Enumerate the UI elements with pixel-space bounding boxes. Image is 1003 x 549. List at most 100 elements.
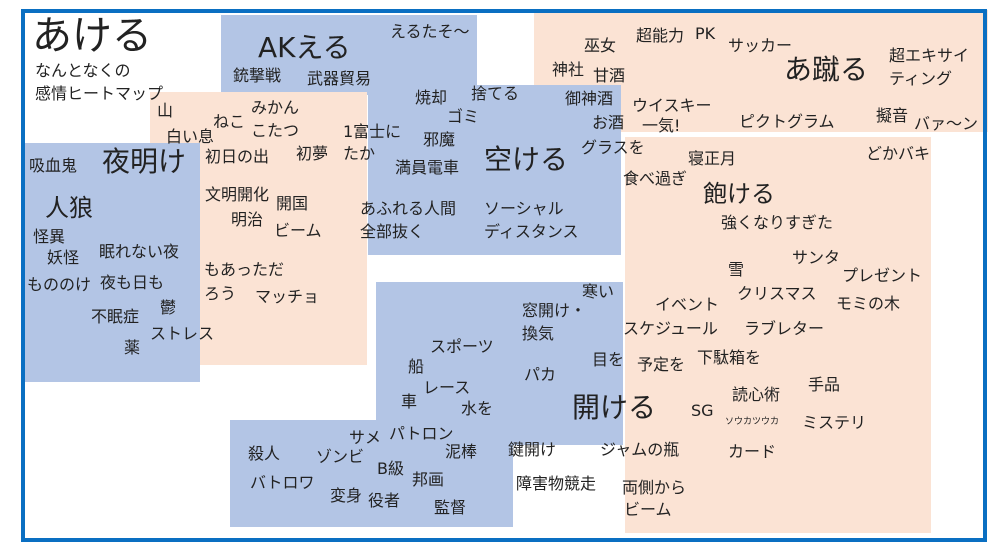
word-label: 鬱: [160, 298, 177, 317]
word-label: 換気: [522, 324, 555, 343]
word-label: 山: [157, 101, 174, 120]
heading-aku: 飽ける: [703, 180, 775, 208]
word-label: サンタ: [792, 248, 841, 267]
word-label: ラブレター: [744, 319, 825, 338]
word-label: ソーシャル: [484, 199, 564, 218]
region-yoake-blue: [25, 143, 200, 382]
word-label: 監督: [434, 498, 467, 517]
word-label: レース: [423, 378, 471, 397]
word-label: お酒: [592, 113, 625, 132]
word-label: たか: [343, 144, 376, 163]
heading-sora: 空ける: [484, 143, 569, 176]
word-label: 寝正月: [688, 149, 737, 168]
word-label: サメ: [349, 428, 382, 447]
word-label: 強くなりすぎた: [721, 213, 834, 232]
word-label: 邦画: [412, 470, 445, 489]
word-label: ジャムの瓶: [600, 440, 680, 459]
word-label: 超能力: [636, 26, 685, 45]
word-label: ウイスキー: [632, 96, 712, 115]
word-label: SG: [691, 401, 714, 420]
word-label: バトロワ: [250, 473, 315, 492]
word-label: 役者: [368, 491, 401, 510]
word-label: 薬: [124, 338, 141, 357]
word-label: 吸血鬼: [29, 156, 78, 175]
word-label: 神社: [552, 60, 585, 79]
word-label: 銃撃戦: [233, 66, 282, 85]
word-label: みかん: [251, 98, 300, 117]
word-label: 下駄箱を: [697, 348, 762, 367]
word-label: 文明開化: [205, 185, 270, 204]
word-label: イベント: [655, 295, 720, 314]
word-label: 初夢: [296, 144, 329, 163]
word-label: ディスタンス: [484, 222, 579, 241]
word-label: 焼却: [415, 88, 448, 107]
word-label: ねこ: [213, 112, 246, 131]
word-label: カード: [728, 442, 777, 461]
word-label: 人狼: [45, 194, 93, 222]
heading-ak: AKえる: [258, 31, 351, 64]
word-label: 変身: [330, 486, 363, 505]
word-label: 鍵開け: [508, 440, 557, 459]
word-label: 眠れない夜: [99, 242, 180, 261]
word-label: 邪魔: [423, 130, 456, 149]
word-label: 窓開け・: [522, 301, 587, 320]
word-label: 甘酒: [593, 66, 626, 85]
word-label: ソウカツウカ: [725, 417, 780, 427]
word-label: B級: [377, 459, 404, 478]
word-label: 車: [401, 392, 418, 411]
word-label: 巫女: [584, 36, 617, 55]
word-label: バァ〜ン: [914, 114, 979, 133]
word-label: スポーツ: [430, 337, 494, 356]
word-label: 怪異: [33, 227, 66, 246]
word-label: 全部抜く: [360, 222, 425, 241]
word-label: 船: [408, 357, 425, 376]
word-label: ビーム: [624, 500, 672, 519]
word-label: 雪: [728, 260, 745, 279]
word-label: 夜も日も: [100, 273, 165, 292]
region-sora-blue: [368, 85, 621, 255]
word-label: モミの木: [836, 294, 901, 313]
diagram-frame: [21, 9, 987, 542]
word-label: サッカー: [728, 36, 793, 55]
word-label: マッチョ: [255, 287, 320, 306]
word-label: 1富士に: [343, 122, 402, 141]
word-label: 不眠症: [91, 307, 140, 326]
word-label: 明治: [231, 210, 264, 229]
word-label: ろう: [204, 284, 237, 303]
word-label: グラスを: [581, 138, 645, 157]
region-batoro-blue: [230, 420, 513, 527]
word-label: ストレス: [150, 324, 215, 343]
word-label: ゾンビ: [316, 447, 365, 466]
word-label: 障害物競走: [516, 474, 597, 493]
word-label: 捨てる: [471, 84, 520, 103]
word-label: 目を: [592, 350, 625, 369]
word-label: 読心術: [732, 385, 781, 404]
word-label: あふれる人間: [360, 199, 457, 218]
word-label: 白い息: [166, 127, 215, 146]
region-aku-peach: [625, 137, 931, 533]
word-label: もあっただ: [204, 260, 285, 279]
word-label: スケジュール: [623, 319, 718, 338]
word-label: 開国: [276, 194, 309, 213]
word-label: どかバキ: [866, 144, 931, 163]
word-label: 一気!: [642, 116, 681, 135]
word-label: 食べ過ぎ: [623, 169, 688, 188]
word-label: パカ: [524, 365, 557, 384]
word-label: プレゼント: [842, 266, 923, 285]
word-label: 妖怪: [47, 248, 80, 267]
diagram-title: あける: [32, 13, 152, 59]
heading-hiraku: 開ける: [572, 391, 657, 424]
word-label: ティング: [889, 69, 953, 88]
word-label: 寒い: [582, 282, 615, 301]
word-label: クリスマス: [737, 284, 817, 303]
word-label: 満員電車: [395, 158, 460, 177]
word-label: PK: [695, 24, 716, 43]
word-label: もののけ: [27, 275, 92, 294]
word-label: 予定を: [637, 355, 686, 374]
region-hiraku-blue: [376, 282, 623, 445]
word-label: ビーム: [274, 221, 322, 240]
word-label: 初日の出: [205, 147, 270, 166]
word-label: パトロン: [389, 424, 454, 443]
word-label: ミステリ: [802, 413, 867, 432]
word-label: 武器貿易: [307, 69, 372, 88]
